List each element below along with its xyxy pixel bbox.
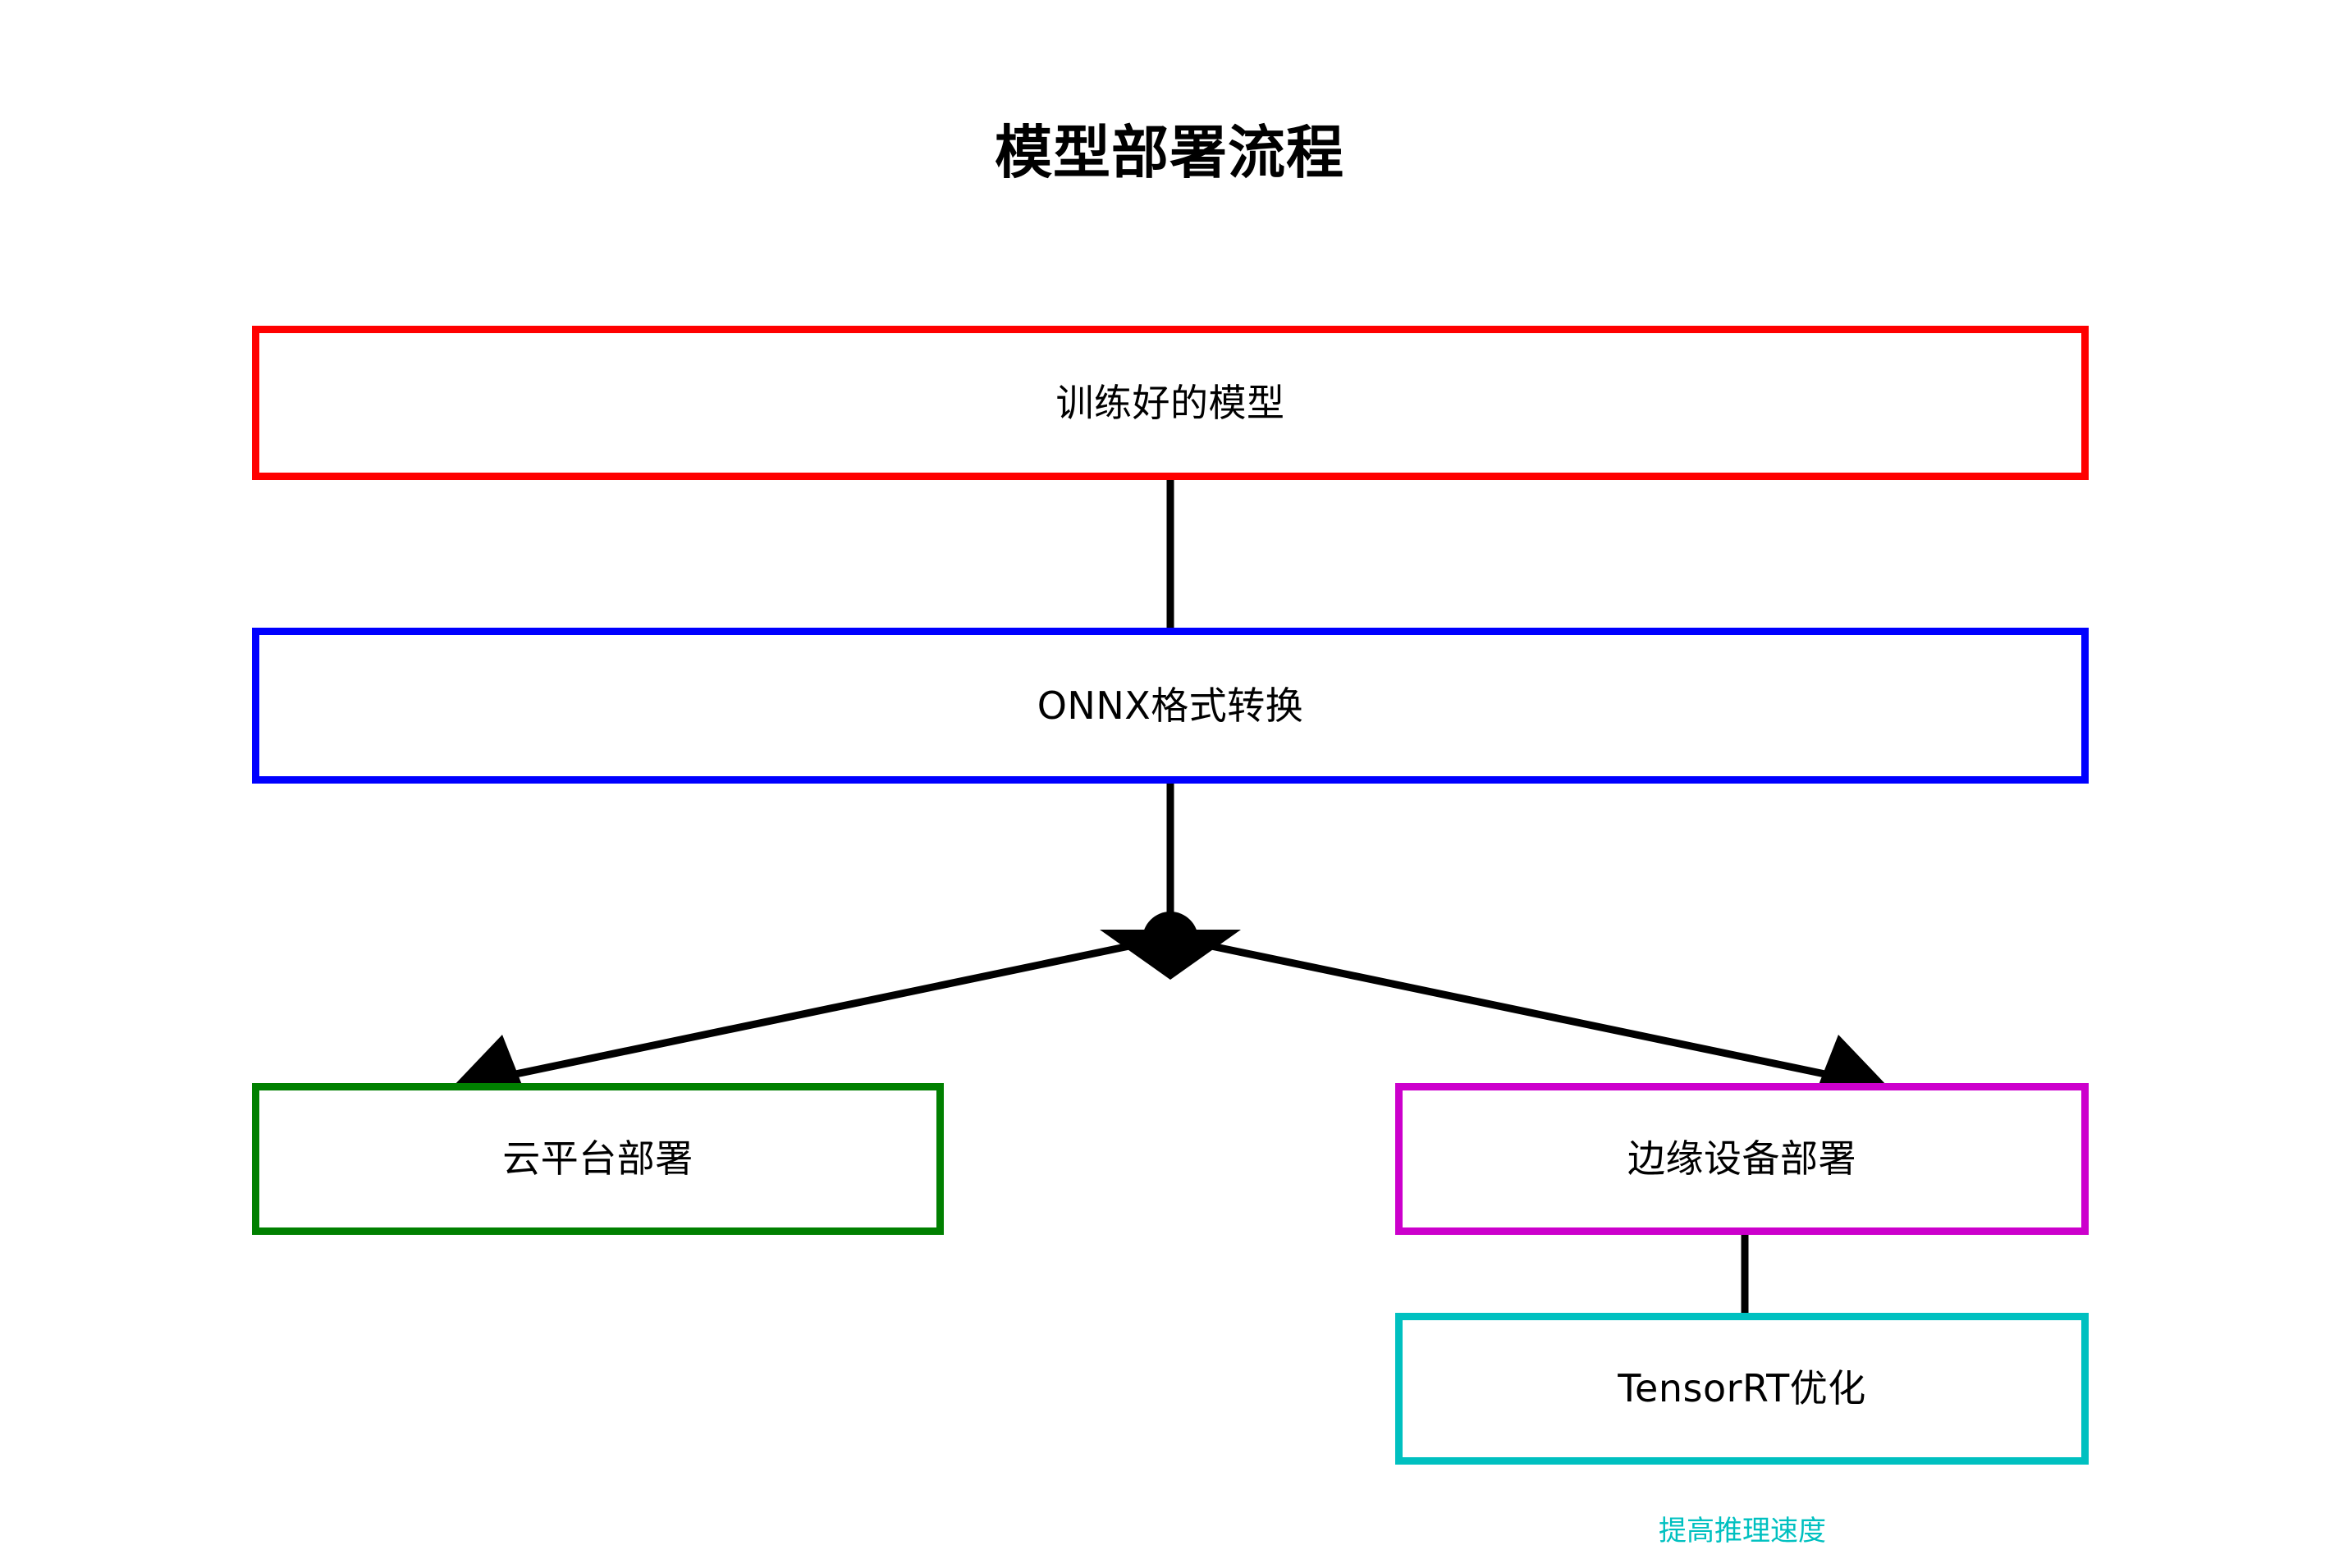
connector-junction-to-cloud xyxy=(464,938,1150,1089)
arrowhead-cloud-body xyxy=(452,1035,522,1087)
node-onnx-convert[interactable]: ONNX格式转换 xyxy=(252,628,2089,784)
node-label-cloud-deploy: 云平台部署 xyxy=(502,1136,693,1182)
arrowhead-edge-body xyxy=(1819,1035,1888,1087)
node-edge-deploy[interactable]: 边缘设备部署 xyxy=(1395,1083,2089,1235)
node-label-tensorrt-optimize: TensorRT优化 xyxy=(1618,1366,1866,1411)
page-title: 模型部署流程 xyxy=(995,119,1344,186)
edge-label-edge-to-tensorrt: 提高推理速度 xyxy=(1659,1515,1826,1547)
node-label-onnx-convert: ONNX格式转换 xyxy=(1037,683,1304,728)
node-label-trained-model: 训练好的模型 xyxy=(1055,380,1285,425)
node-cloud-deploy[interactable]: 云平台部署 xyxy=(252,1083,944,1235)
connector-junction-to-edge xyxy=(1191,938,1877,1089)
node-tensorrt-optimize[interactable]: TensorRT优化 xyxy=(1395,1313,2089,1465)
node-label-edge-deploy: 边缘设备部署 xyxy=(1627,1136,1856,1182)
branch-junction-arrowhead xyxy=(1100,930,1241,980)
node-trained-model[interactable]: 训练好的模型 xyxy=(252,326,2089,480)
